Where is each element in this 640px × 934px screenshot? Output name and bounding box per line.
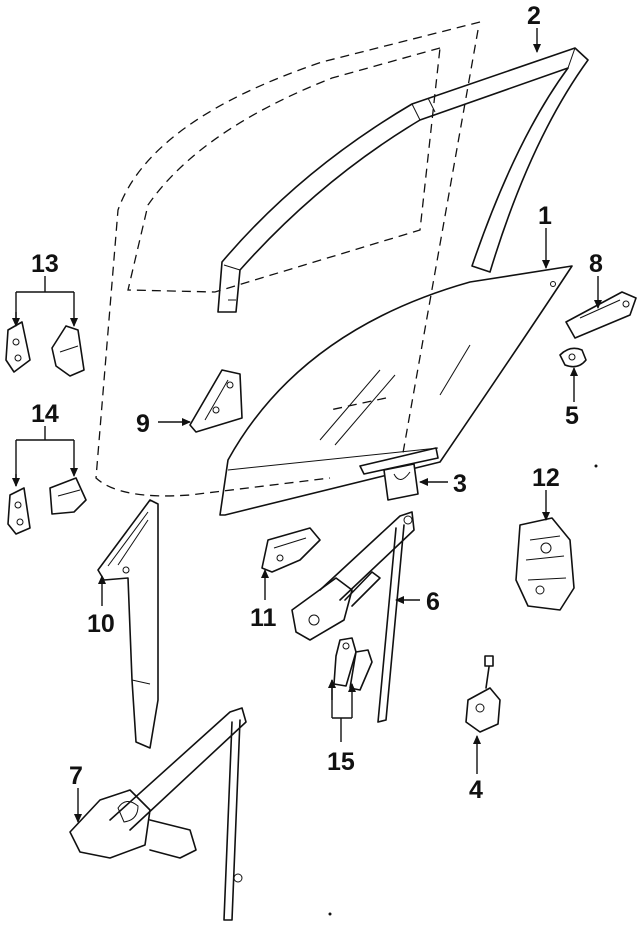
clip-5-part: [559, 347, 587, 368]
run-channel-part: [217, 47, 589, 313]
dot-mark: [594, 464, 598, 468]
callout-11: 11: [250, 604, 277, 632]
callout-2: 2: [527, 2, 541, 30]
door-lock-12-part: [515, 517, 575, 611]
callout-9: 9: [136, 410, 150, 438]
callout-1: 1: [538, 202, 552, 230]
callout-8: 8: [589, 250, 603, 278]
door-glass-part: [219, 265, 573, 516]
upper-hinge-13-part: [5, 321, 85, 377]
regulator-6-part: [291, 511, 415, 723]
lower-regulator-7-part: [69, 707, 247, 921]
callout-4: 4: [469, 776, 483, 804]
handle-bracket-8-part: [565, 291, 637, 339]
dot-mark: [328, 912, 332, 916]
callout-7: 7: [69, 762, 83, 790]
door-shell-outline: [95, 21, 481, 499]
callout-5: 5: [565, 402, 579, 430]
callout-13: 13: [31, 250, 59, 278]
bracket-9-part: [189, 369, 243, 433]
callout-10: 10: [87, 610, 115, 638]
callout-12: 12: [532, 464, 560, 492]
links-15-part: [333, 637, 373, 691]
callout-3: 3: [453, 470, 467, 498]
inside-handle-11-part: [261, 527, 321, 573]
glass-channel-part: [359, 447, 439, 501]
callout-14: 14: [31, 400, 59, 428]
callout-labels: 2 1 3 4 5 6 7 8 9 10 11 12 13 14 15: [31, 2, 603, 804]
leader-lines: [12, 28, 602, 823]
callout-6: 6: [426, 588, 440, 616]
lower-hinge-14-part: [7, 477, 87, 535]
actuator-4-part: [465, 655, 501, 733]
rear-channel-10-part: [97, 499, 159, 749]
callout-15: 15: [327, 748, 355, 776]
